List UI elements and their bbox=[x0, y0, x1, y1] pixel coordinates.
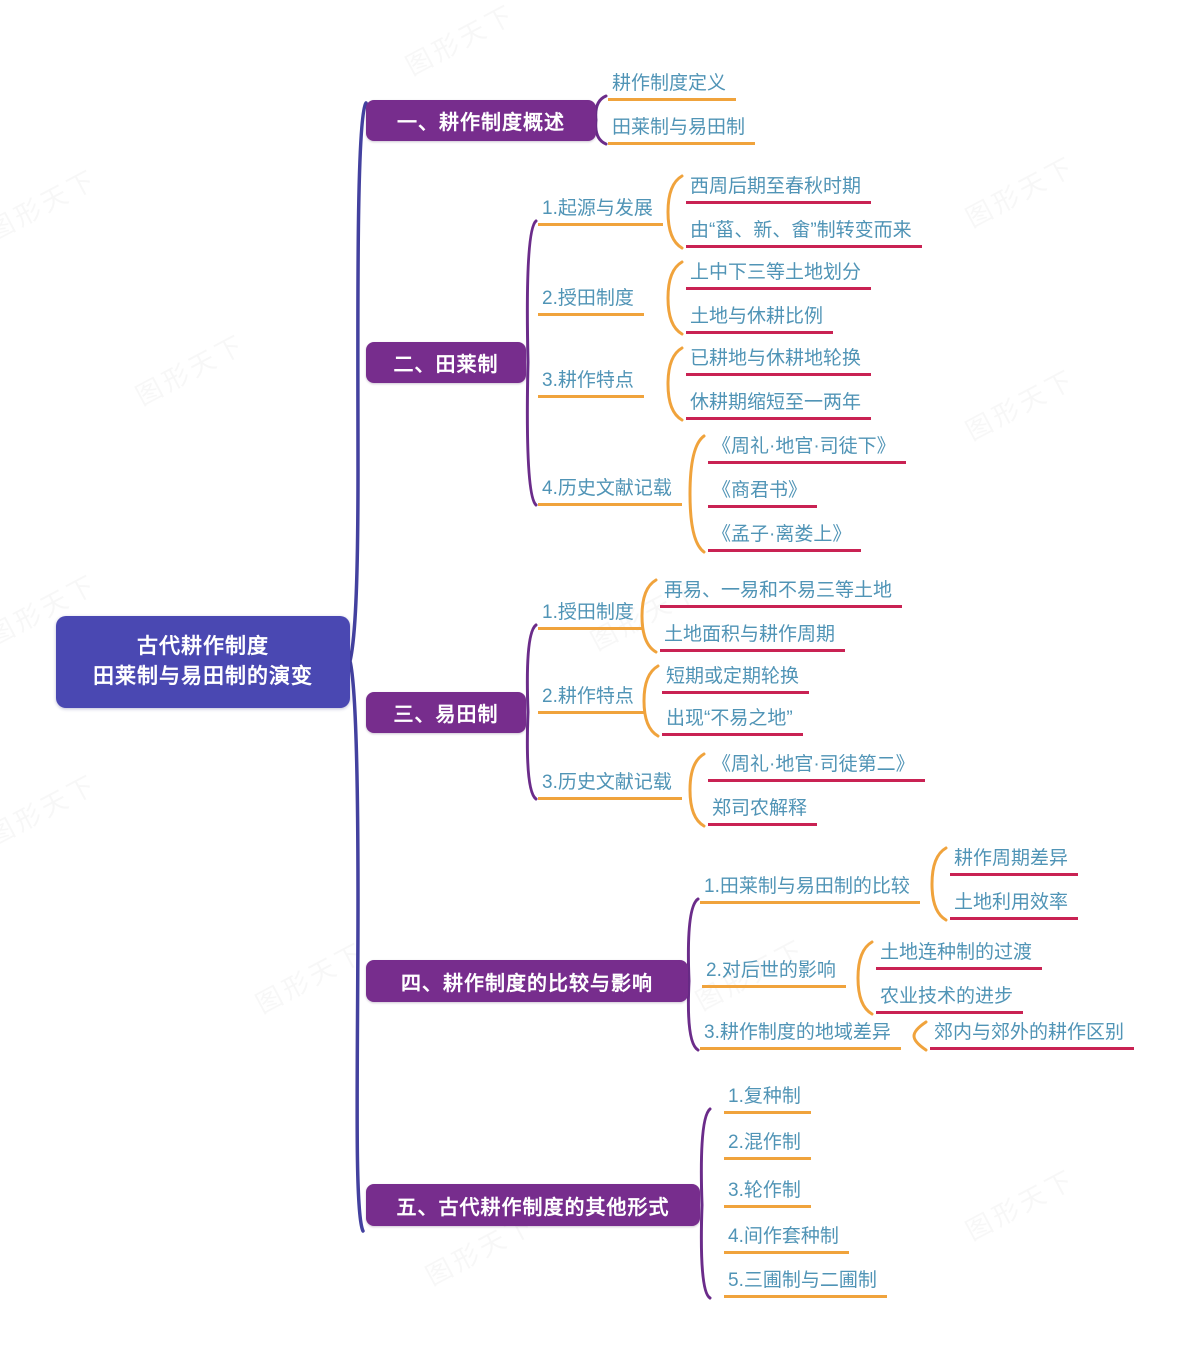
brace-branch-5 bbox=[699, 1107, 712, 1300]
brace-branch-4 bbox=[686, 897, 700, 1052]
l3-node-3-2-2[interactable]: 出现“不易之地” bbox=[662, 707, 803, 736]
l2-node-3-2[interactable]: 2.耕作特点 bbox=[538, 685, 644, 714]
spine-connector bbox=[348, 101, 368, 1233]
watermark-text: 图形天下 bbox=[400, 0, 521, 82]
brace-b2-g2 bbox=[666, 260, 684, 336]
l3-node-4-3-1[interactable]: 郊内与郊外的耕作区别 bbox=[930, 1021, 1135, 1050]
l2-node-5-1[interactable]: 1.复种制 bbox=[724, 1085, 811, 1114]
l2-node-5-2[interactable]: 2.混作制 bbox=[724, 1131, 811, 1160]
brace-branch-3 bbox=[525, 623, 538, 801]
brace-branch-2 bbox=[525, 219, 538, 507]
brace-b4-g2 bbox=[856, 940, 874, 1016]
watermark-text: 图形天下 bbox=[0, 768, 103, 852]
root-node[interactable]: 古代耕作制度 田莱制与易田制的演变 bbox=[56, 616, 350, 708]
brace-b4-g3 bbox=[912, 1020, 928, 1052]
l3-node-2-2-2[interactable]: 土地与休耕比例 bbox=[686, 305, 834, 334]
watermark-text: 图形天下 bbox=[960, 150, 1081, 234]
root-title-line2: 田莱制与易田制的演变 bbox=[93, 665, 313, 688]
brace-b2-g1 bbox=[666, 174, 684, 250]
branch-box-4[interactable]: 四、耕作制度的比较与影响 bbox=[366, 960, 688, 1002]
l2-node-1-1[interactable]: 耕作制度定义 bbox=[608, 72, 737, 101]
l3-node-3-1-2[interactable]: 土地面积与耕作周期 bbox=[660, 623, 846, 652]
l3-node-2-3-2[interactable]: 休耕期缩短至一两年 bbox=[686, 391, 872, 420]
l2-node-4-2[interactable]: 2.对后世的影响 bbox=[702, 959, 846, 988]
watermark-text: 图形天下 bbox=[0, 163, 103, 247]
root-title-line1: 古代耕作制度 bbox=[137, 635, 269, 658]
brace-b3-g2 bbox=[642, 664, 660, 738]
l2-node-2-3[interactable]: 3.耕作特点 bbox=[538, 369, 644, 398]
l3-node-4-2-2[interactable]: 农业技术的进步 bbox=[876, 985, 1024, 1014]
watermark-text: 图形天下 bbox=[960, 1163, 1081, 1247]
brace-b3-g3 bbox=[688, 752, 706, 828]
l3-node-2-2-1[interactable]: 上中下三等土地划分 bbox=[686, 261, 872, 290]
l2-node-4-1[interactable]: 1.田莱制与易田制的比较 bbox=[700, 875, 920, 904]
l2-node-5-4[interactable]: 4.间作套种制 bbox=[724, 1225, 849, 1254]
branch-box-5[interactable]: 五、古代耕作制度的其他形式 bbox=[366, 1184, 700, 1226]
l3-node-3-3-1[interactable]: 《周礼·地官·司徒第二》 bbox=[708, 753, 925, 782]
brace-b2-g3 bbox=[666, 346, 684, 422]
l2-node-1-2[interactable]: 田莱制与易田制 bbox=[608, 116, 756, 145]
brace-b2-g4 bbox=[688, 434, 706, 554]
branch-box-2[interactable]: 二、田莱制 bbox=[366, 342, 526, 383]
l2-node-5-5[interactable]: 5.三圃制与二圃制 bbox=[724, 1269, 887, 1298]
l2-node-2-2[interactable]: 2.授田制度 bbox=[538, 287, 644, 316]
l3-node-4-1-1[interactable]: 耕作周期差异 bbox=[950, 847, 1079, 876]
l3-node-3-1-1[interactable]: 再易、一易和不易三等土地 bbox=[660, 579, 903, 608]
l3-node-3-3-2[interactable]: 郑司农解释 bbox=[708, 797, 818, 826]
l2-node-3-1[interactable]: 1.授田制度 bbox=[538, 601, 644, 630]
watermark-text: 图形天下 bbox=[960, 363, 1081, 447]
l2-node-3-3[interactable]: 3.历史文献记载 bbox=[538, 771, 682, 800]
l2-node-5-3[interactable]: 3.轮作制 bbox=[724, 1179, 811, 1208]
brace-branch-1 bbox=[594, 94, 608, 146]
l3-node-2-4-3[interactable]: 《孟子·离娄上》 bbox=[708, 523, 862, 552]
l3-node-4-2-1[interactable]: 土地连种制的过渡 bbox=[876, 941, 1043, 970]
branch-box-3[interactable]: 三、易田制 bbox=[366, 692, 526, 733]
branch-box-1[interactable]: 一、耕作制度概述 bbox=[366, 100, 596, 141]
l3-node-3-2-1[interactable]: 短期或定期轮换 bbox=[662, 665, 810, 694]
l3-node-2-4-1[interactable]: 《周礼·地官·司徒下》 bbox=[708, 435, 906, 464]
l2-node-2-4[interactable]: 4.历史文献记载 bbox=[538, 477, 682, 506]
watermark-text: 图形天下 bbox=[130, 328, 251, 412]
brace-b4-g1 bbox=[930, 846, 948, 922]
l3-node-2-1-2[interactable]: 由“菑、新、畬”制转变而来 bbox=[686, 219, 922, 248]
brace-b3-g1 bbox=[640, 578, 658, 654]
l3-node-2-1-1[interactable]: 西周后期至春秋时期 bbox=[686, 175, 872, 204]
l3-node-4-1-2[interactable]: 土地利用效率 bbox=[950, 891, 1079, 920]
l3-node-2-4-2[interactable]: 《商君书》 bbox=[708, 479, 818, 508]
watermark-text: 图形天下 bbox=[250, 936, 371, 1020]
l3-node-2-3-1[interactable]: 已耕地与休耕地轮换 bbox=[686, 347, 872, 376]
l2-node-2-1[interactable]: 1.起源与发展 bbox=[538, 197, 663, 226]
l2-node-4-3[interactable]: 3.耕作制度的地域差异 bbox=[700, 1021, 901, 1050]
